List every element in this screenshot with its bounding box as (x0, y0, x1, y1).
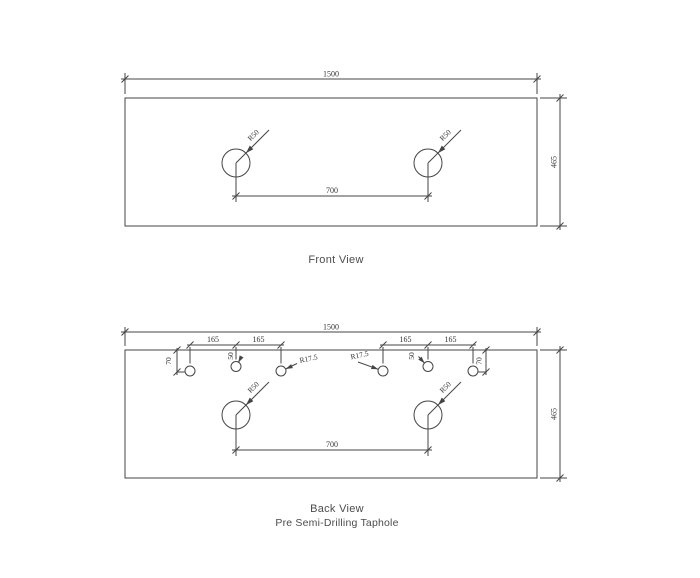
back-left-50-annotation: 50 (226, 352, 244, 363)
back-right-pilot-radius-label: R17.5 (350, 349, 370, 362)
leader-line (427, 129, 462, 164)
dimension-tick (186, 341, 194, 349)
back-width-dim-label: 1500 (323, 323, 339, 332)
pilot-hole-left-mid (230, 361, 242, 372)
leader-line (235, 129, 270, 164)
front-panel-outline (124, 97, 538, 227)
back-left-pilot-radius-leader: R17.5 (285, 352, 319, 370)
pilot-hole-right-inner (377, 365, 389, 377)
back-height-dimension: 465 (540, 346, 567, 482)
back-right-50-label: 50 (407, 352, 416, 360)
pilot-hole-left-outer (184, 365, 196, 377)
back-right-span2-label: 165 (445, 335, 457, 344)
back-spacing-dim-label: 700 (326, 440, 338, 449)
dimension-tick (533, 328, 541, 336)
back-right-50-annotation: 50 (407, 352, 425, 364)
pilot-hole-right-mid (422, 361, 434, 372)
back-height-dim-label: 465 (550, 408, 559, 420)
dimension-tick (556, 346, 564, 354)
back-right-70-dimension: 70 (475, 346, 490, 376)
dimension-tick (482, 346, 490, 354)
back-left-span2-label: 165 (253, 335, 265, 344)
front-view: 1500 465 R50 R50 (121, 70, 567, 266)
dimension-tick (232, 446, 240, 454)
dimension-tick (121, 75, 129, 83)
front-spacing-dim-label: 700 (326, 186, 338, 195)
back-view: 1500 465 165 165 (121, 323, 567, 529)
leader-arrow (238, 355, 244, 363)
dimension-tick (232, 192, 240, 200)
front-height-dimension: 465 (540, 94, 567, 230)
leader-arrow (245, 397, 254, 406)
pilot-hole-right-outer (467, 365, 479, 377)
back-spacing-dimension: 700 (232, 415, 432, 456)
front-height-dim-label: 465 (550, 156, 559, 168)
front-right-radius-leader: R50 (427, 127, 462, 164)
leader-line (235, 381, 270, 416)
dimension-tick (424, 446, 432, 454)
back-right-pilot-radius-leader: R17.5 (350, 349, 379, 370)
leader-arrow (370, 364, 379, 370)
front-view-title: Front View (308, 254, 363, 266)
back-left-pilot-radius-label: R17.5 (299, 352, 319, 365)
pilot-hole-left-inner (275, 365, 287, 377)
back-left-70-dimension: 70 (164, 346, 185, 376)
dimension-tick (556, 222, 564, 230)
dimension-tick (533, 75, 541, 83)
front-width-dim-label: 1500 (323, 70, 339, 79)
leader-arrow (245, 145, 254, 154)
back-left-radius-leader: R50 (235, 379, 270, 416)
back-panel-outline (124, 349, 538, 479)
leader-arrow (285, 364, 293, 369)
dimension-tick (232, 341, 240, 349)
back-right-radius-leader: R50 (427, 379, 462, 416)
back-right-165-dimension: 165 165 (379, 335, 477, 364)
front-width-dimension: 1500 (121, 70, 541, 94)
back-view-title: Back View (310, 503, 364, 515)
back-left-50-label: 50 (226, 352, 235, 360)
dimension-tick (121, 328, 129, 336)
leader-arrow (437, 145, 446, 154)
dimension-tick (556, 94, 564, 102)
dimension-tick (424, 341, 432, 349)
dimension-tick (469, 341, 477, 349)
dimension-tick (379, 341, 387, 349)
back-left-70-label: 70 (164, 357, 173, 365)
leader-arrow (437, 397, 446, 406)
dimension-tick (277, 341, 285, 349)
back-view-subtitle: Pre Semi-Drilling Taphole (275, 517, 398, 529)
back-left-165-dimension: 165 165 (186, 335, 285, 364)
leader-arrow (418, 356, 425, 364)
front-spacing-dimension: 700 (232, 163, 432, 202)
back-right-70-label: 70 (475, 357, 484, 365)
back-width-dimension: 1500 (121, 323, 541, 346)
back-left-span1-label: 165 (207, 335, 219, 344)
dimension-tick (173, 346, 181, 354)
dimension-tick (556, 474, 564, 482)
front-left-radius-leader: R50 (235, 127, 270, 164)
back-right-span1-label: 165 (400, 335, 412, 344)
dimension-tick (424, 192, 432, 200)
leader-line (427, 381, 462, 416)
